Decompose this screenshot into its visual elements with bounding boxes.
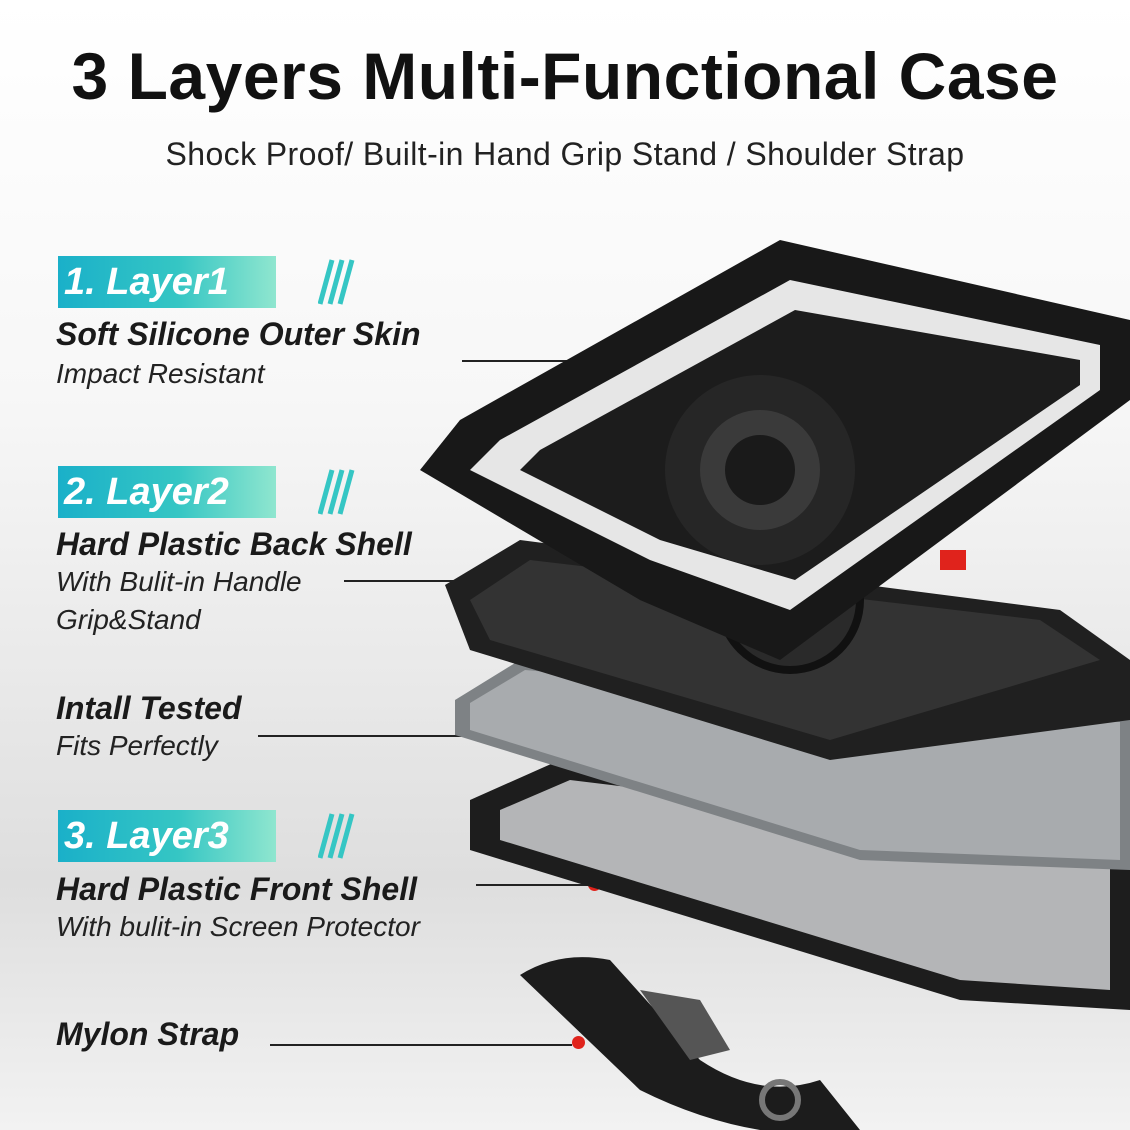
layer1-pointer-line bbox=[462, 360, 602, 362]
layer3-pointer-line bbox=[476, 884, 590, 886]
slash-decoration-icon bbox=[318, 259, 355, 305]
layer3-badge-label: 3. Layer3 bbox=[64, 815, 229, 857]
silicone-skin-icon bbox=[420, 240, 1130, 660]
layer1-heading: Soft Silicone Outer Skin bbox=[56, 316, 421, 352]
page-title: 3 Layers Multi-Functional Case bbox=[71, 39, 1059, 113]
layer2-badge: 2. Layer2 bbox=[58, 466, 355, 518]
layer2-badge-label: 2. Layer2 bbox=[64, 471, 229, 513]
fit-description: Fits Perfectly bbox=[56, 730, 218, 761]
exploded-case-illustration bbox=[420, 240, 1130, 1130]
layer2-description-line1: With Bulit-in Handle bbox=[56, 566, 302, 597]
layer1-badge: 1. Layer1 bbox=[58, 256, 355, 308]
slash-decoration-icon bbox=[318, 469, 355, 515]
fit-pointer-line bbox=[258, 735, 514, 737]
strap-pointer-dot bbox=[572, 1036, 585, 1049]
layer1-description: Impact Resistant bbox=[56, 358, 265, 389]
fit-heading: Intall Tested bbox=[56, 690, 242, 726]
layer3-description: With bulit-in Screen Protector bbox=[56, 911, 420, 942]
slash-decoration-icon bbox=[318, 813, 355, 859]
layer1-badge-label: 1. Layer1 bbox=[64, 261, 229, 303]
strap-heading: Mylon Strap bbox=[56, 1016, 240, 1052]
layer2-description-line2: Grip&Stand bbox=[56, 604, 201, 635]
shoulder-strap-icon bbox=[520, 957, 860, 1130]
layer2-heading: Hard Plastic Back Shell bbox=[56, 526, 412, 562]
page-subtitle: Shock Proof/ Built-in Hand Grip Stand / … bbox=[165, 136, 965, 172]
layer3-heading: Hard Plastic Front Shell bbox=[56, 871, 417, 907]
layer3-badge: 3. Layer3 bbox=[58, 810, 355, 862]
strap-pointer-line bbox=[270, 1044, 572, 1046]
